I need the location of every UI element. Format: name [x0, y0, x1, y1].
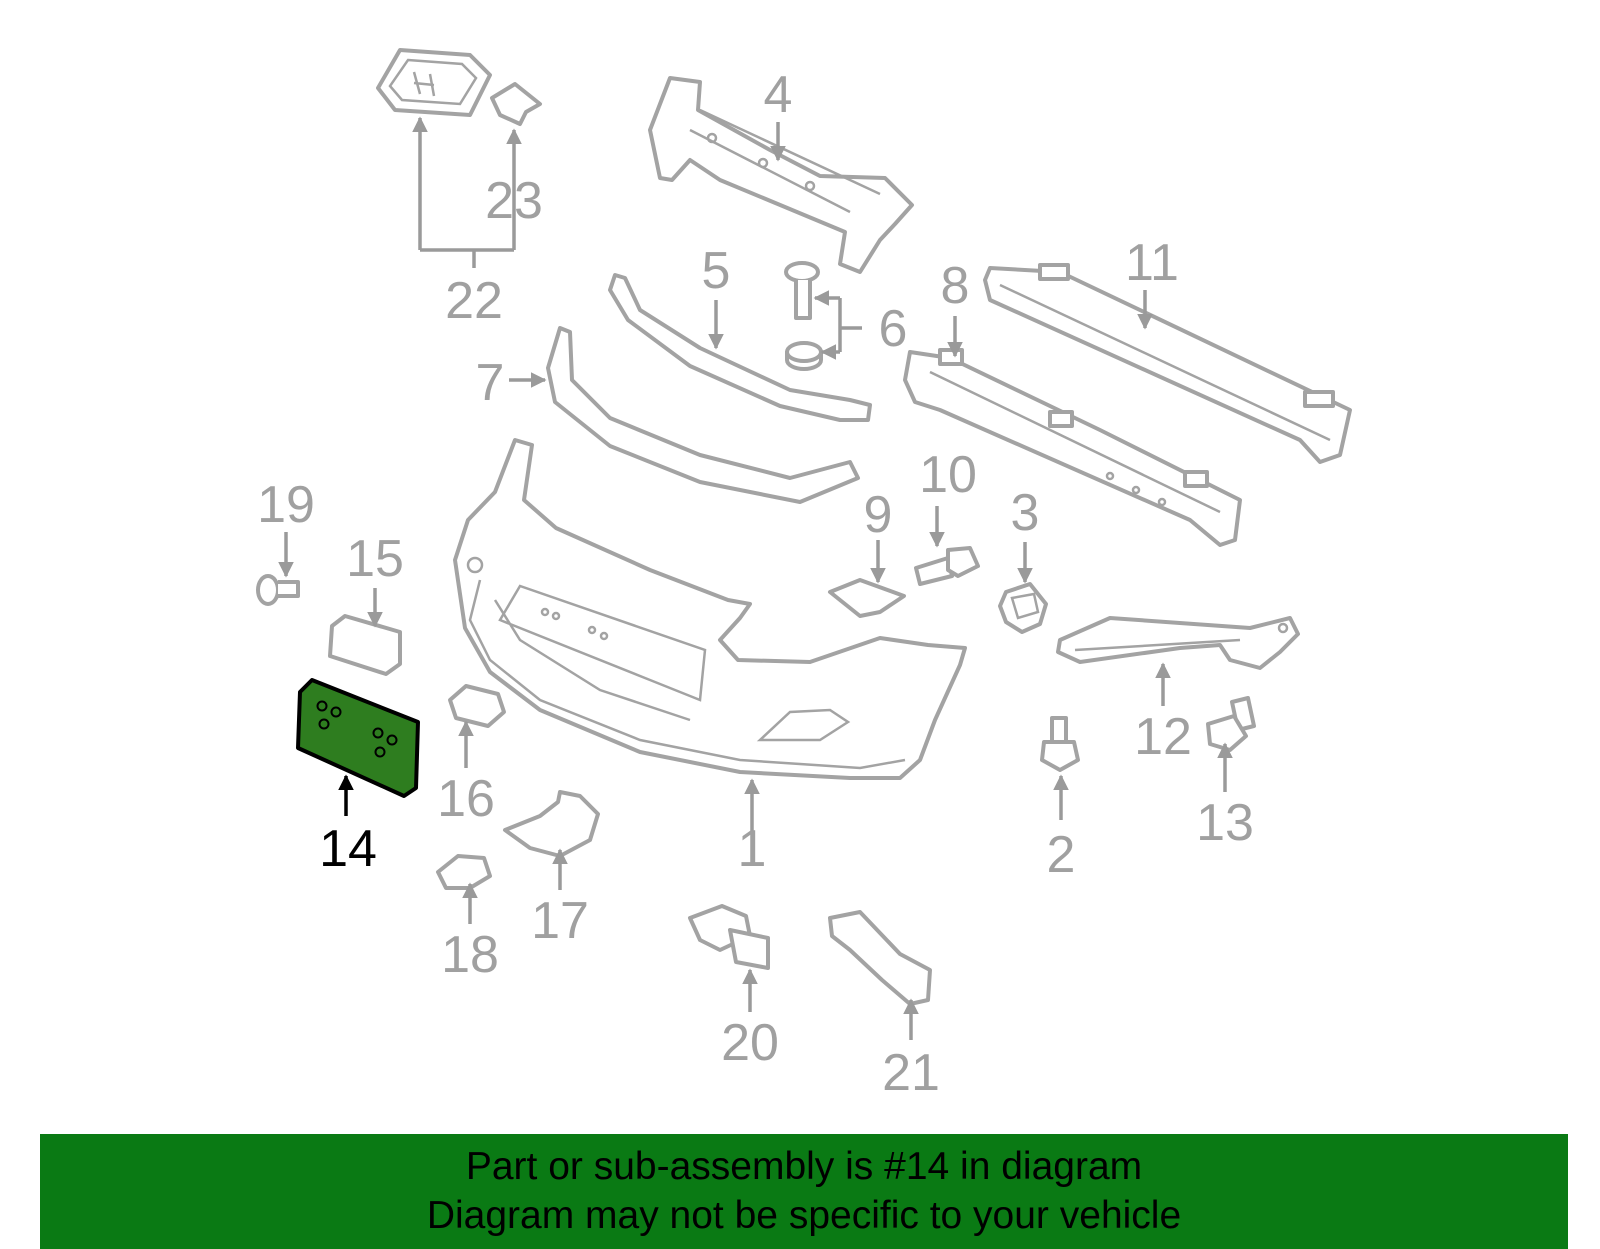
- callout-16: 16: [437, 770, 495, 828]
- leader-lines: [278, 116, 1233, 1040]
- callout-4: 4: [764, 66, 793, 124]
- callout-11: 11: [1125, 234, 1179, 292]
- part-16-clip[interactable]: [448, 684, 506, 728]
- part-5-molding[interactable]: [608, 273, 872, 422]
- callout-22: 22: [445, 272, 503, 330]
- part-20-sensor[interactable]: [688, 904, 770, 970]
- part-17-bracket[interactable]: [503, 790, 600, 858]
- callout-18: 18: [441, 926, 499, 984]
- callout-12: 12: [1134, 708, 1192, 766]
- callout-labels: 1 2 3 4 5 6 7 8 9 10 11 12 13 14 15 16 1…: [257, 66, 1254, 1102]
- callout-19: 19: [257, 476, 315, 534]
- part-21-bracket[interactable]: [828, 910, 932, 1006]
- part-7-grille-molding[interactable]: [546, 326, 860, 504]
- part-18-clip[interactable]: [436, 854, 492, 890]
- callout-13: 13: [1196, 794, 1254, 852]
- part-14-license-bracket[interactable]: [296, 678, 420, 798]
- callout-9: 9: [864, 486, 893, 544]
- callout-14: 14: [319, 820, 377, 878]
- callout-20: 20: [721, 1014, 779, 1072]
- part-10-bolt[interactable]: [914, 546, 980, 586]
- callout-1: 1: [738, 820, 767, 878]
- callout-7: 7: [476, 354, 505, 412]
- callout-10: 10: [919, 446, 977, 504]
- banner-line-1: Part or sub-assembly is #14 in diagram: [465, 1145, 1143, 1188]
- banner-line-2: Diagram may not be specific to your vehi…: [426, 1194, 1182, 1237]
- callout-23: 23: [485, 172, 543, 230]
- part-2-bolt[interactable]: [1040, 716, 1080, 772]
- callout-6: 6: [879, 300, 908, 358]
- part-8-absorber[interactable]: [903, 348, 1242, 547]
- part-12-bracket[interactable]: [1056, 616, 1300, 670]
- callout-17: 17: [531, 892, 589, 950]
- part-13-bolt[interactable]: [1206, 696, 1256, 752]
- part-23-clip[interactable]: [490, 82, 542, 126]
- part-1-bumper-cover[interactable]: [453, 438, 967, 780]
- part-15-pad[interactable]: [328, 614, 402, 676]
- part-3-nut[interactable]: [998, 582, 1048, 634]
- callout-8: 8: [941, 257, 970, 315]
- callout-15: 15: [346, 530, 404, 588]
- part-4-upper-support[interactable]: [648, 76, 914, 274]
- callout-5: 5: [702, 242, 731, 300]
- info-banner: Part or sub-assembly is #14 in diagram D…: [40, 1134, 1568, 1249]
- parts-diagram: 1 2 3 4 5 6 7 8 9 10 11 12 13 14 15 16 1…: [256, 48, 1352, 1102]
- callout-2: 2: [1047, 826, 1076, 884]
- part-22-emblem[interactable]: [376, 48, 492, 117]
- callout-21: 21: [882, 1044, 940, 1102]
- part-19-push-pin[interactable]: [256, 574, 300, 606]
- part-9-clip[interactable]: [828, 578, 906, 618]
- callout-3: 3: [1011, 484, 1040, 542]
- part-6-bolt-washer[interactable]: [784, 261, 823, 371]
- part-11-reinforcement[interactable]: [983, 263, 1352, 464]
